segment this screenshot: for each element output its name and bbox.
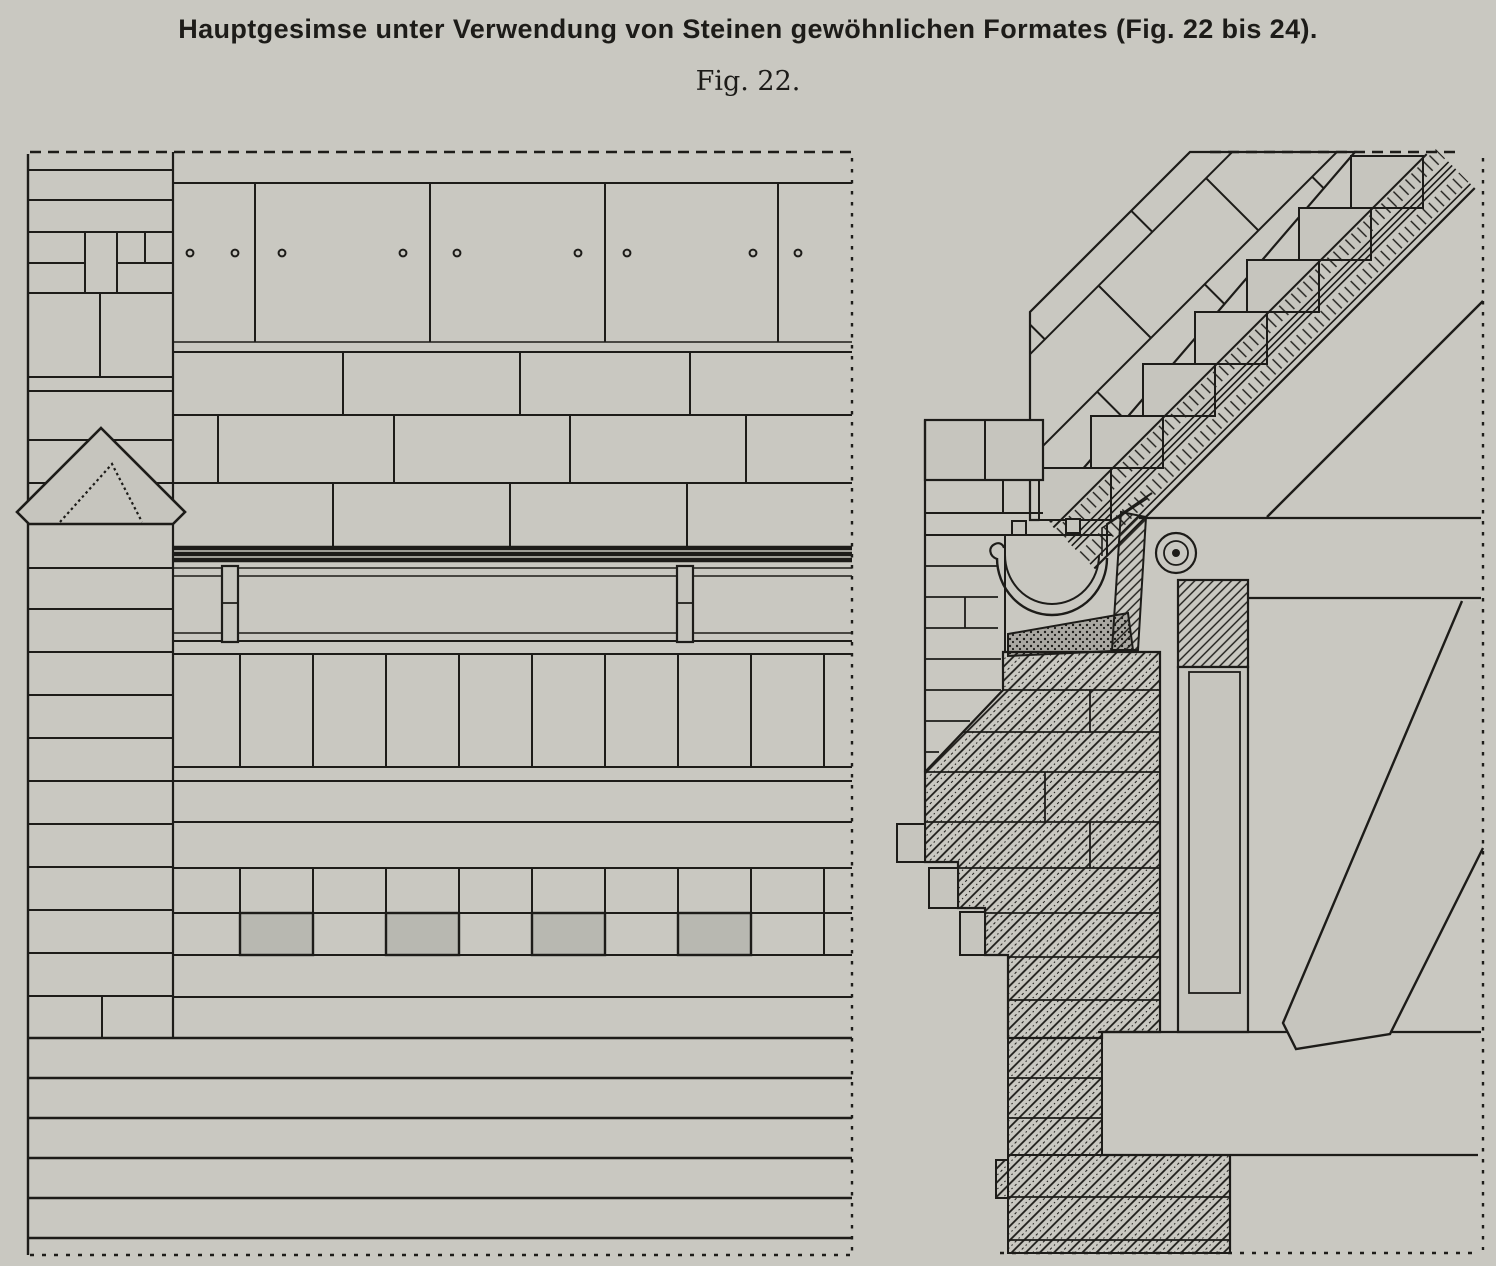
gutter-assembly xyxy=(989,492,1153,658)
roof-boarding-lower xyxy=(1078,172,1469,563)
elevation-view xyxy=(15,150,854,1257)
step-face-brick xyxy=(928,867,959,909)
figure-caption: Fig. 22. xyxy=(695,66,801,97)
section-frame xyxy=(1000,150,1485,1255)
frieze-band xyxy=(185,183,803,342)
step-face-brick xyxy=(896,823,926,863)
gutter-inner xyxy=(1004,554,1100,605)
dentil-band xyxy=(238,868,825,957)
roof-layers xyxy=(1052,149,1476,570)
gutter-outer xyxy=(995,557,1109,617)
roof-boarding-upper xyxy=(1055,149,1446,539)
lower-wall-masonry xyxy=(995,1037,1478,1254)
nail-dots xyxy=(185,248,803,258)
section-view xyxy=(896,149,1485,1255)
wall-plate xyxy=(1176,578,1250,669)
diagonal-strut xyxy=(1281,600,1485,1051)
base-courses xyxy=(28,1036,852,1240)
gutter-cleat xyxy=(1065,518,1081,534)
ceiling-beam-lines xyxy=(1139,300,1484,600)
flashing xyxy=(1101,497,1149,556)
diamond-ornament xyxy=(15,426,187,526)
gutter-bead xyxy=(989,542,1006,561)
cornice-masonry xyxy=(896,650,1162,1040)
drip-shadow-band xyxy=(173,545,852,563)
wall-field xyxy=(28,182,852,1240)
anchor-ring xyxy=(1154,531,1198,575)
step-face-brick xyxy=(959,911,986,956)
gutter-cleat xyxy=(1011,520,1027,536)
rafter-edge-line xyxy=(1266,300,1484,518)
stone-courses xyxy=(217,352,747,546)
wall-face-strip xyxy=(923,418,1112,772)
pilaster xyxy=(15,152,187,1038)
page-title: Hauptgesimse unter Verwendung von Steine… xyxy=(178,14,1318,44)
elevation-frame xyxy=(26,150,854,1257)
soldier-course xyxy=(239,654,825,767)
fascia-board xyxy=(1176,665,1250,1034)
gutter-board-band xyxy=(220,564,695,644)
